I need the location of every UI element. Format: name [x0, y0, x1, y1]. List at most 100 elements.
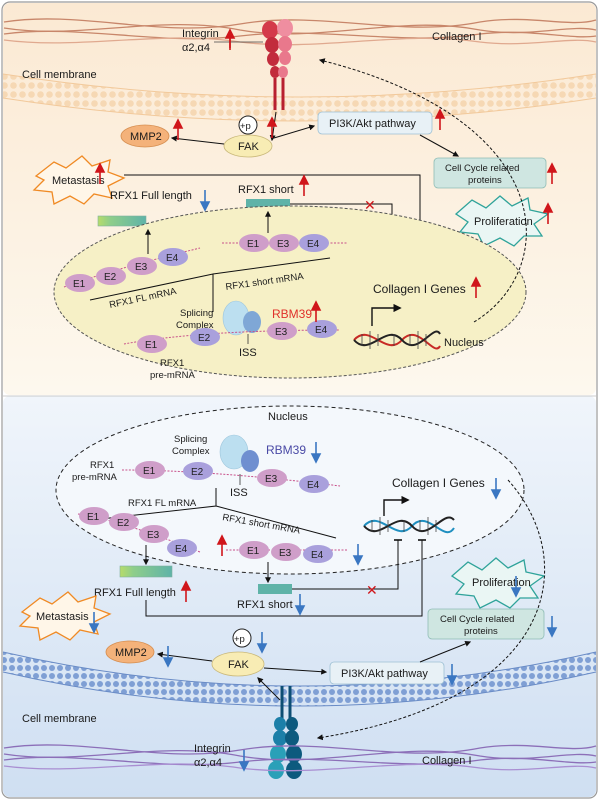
- exon-pre-4-top: E4: [315, 325, 328, 336]
- phospho-label-top: +p: [240, 121, 251, 132]
- cell-membrane-label-bottom: Cell membrane: [22, 713, 97, 725]
- pi3k-label-bottom: PI3K/Akt pathway: [341, 668, 428, 680]
- nucleus-label-top: Nucleus: [444, 337, 484, 349]
- cell-cycle-label-1-top: Cell Cycle related: [445, 163, 519, 174]
- exon-short-4-bottom: E4: [311, 550, 324, 561]
- integrin-label-bottom: Integrin: [194, 743, 231, 755]
- integrin-sub-label-bottom: α2,α4: [194, 757, 222, 769]
- top-panel: Cell membrane Integrin α2,α4 Collagen I …: [2, 3, 597, 395]
- pi3k-box-bottom: [329, 661, 445, 685]
- iss-label-bottom: ISS: [230, 487, 248, 499]
- rfx1-full-label-bottom: RFX1 Full length: [94, 587, 176, 599]
- mmp2-label-bottom: MMP2: [115, 647, 147, 659]
- exon-fl-3-top: E3: [135, 262, 148, 273]
- rfx1-full-label-top: RFX1 Full length: [110, 190, 192, 202]
- exon-pre-2-bottom: E2: [191, 467, 204, 478]
- rbm39-label-bottom: RBM39: [266, 443, 306, 457]
- metastasis-label-bottom: Metastasis: [36, 611, 89, 623]
- mmp2-node-bottom: [105, 640, 155, 664]
- rfx1-fl-mrna-bottom: [77, 507, 201, 557]
- blocked-x-bottom: ✕: [366, 582, 378, 598]
- rfx1-short-protein-top: [246, 199, 290, 209]
- cell-cycle-box-bottom: [427, 608, 545, 640]
- exon-short-1-top: E1: [247, 239, 260, 250]
- pi3k-box-top: [317, 111, 433, 135]
- exon-short-1-bottom: E1: [247, 546, 260, 557]
- dna-helix-top: [353, 330, 441, 350]
- collagen-label-top: Collagen I: [432, 31, 482, 43]
- collagen-fibers-top: [3, 18, 597, 46]
- phospho-label-bottom: +p: [234, 634, 245, 645]
- rfx1-short-mrna-bottom: [226, 541, 348, 563]
- fak-node-bottom: [211, 651, 265, 677]
- integrin-sub-label-top: α2,α4: [182, 42, 210, 54]
- splicing-label-1-top: Splicing: [180, 308, 213, 319]
- pi3k-label-top: PI3K/Akt pathway: [329, 118, 416, 130]
- integrin-label-top: Integrin: [182, 28, 219, 40]
- rfx1-short-label-top: RFX1 short: [238, 184, 294, 196]
- exon-fl-4-bottom: E4: [175, 544, 188, 555]
- exon-pre-4-bottom: E4: [307, 480, 320, 491]
- phospho-circle-bottom: [232, 628, 252, 648]
- proliferation-burst-bottom: [450, 557, 546, 609]
- exon-fl-2-bottom: E2: [117, 518, 130, 529]
- cell-cycle-box-top: [433, 157, 547, 189]
- rfx1-short-label-bottom: RFX1 short: [237, 599, 293, 611]
- exon-pre-1-top: E1: [145, 340, 158, 351]
- exon-fl-4-top: E4: [166, 253, 179, 264]
- metastasis-label-top: Metastasis: [52, 175, 105, 187]
- rfx1-short-protein-bottom: [258, 584, 292, 594]
- exon-pre-1-bottom: E1: [143, 466, 156, 477]
- splicing-label-1-bottom: Splicing: [174, 434, 207, 445]
- exon-fl-1-top: E1: [73, 279, 86, 290]
- regulation-arrows: [88, 28, 558, 772]
- exon-pre-3-top: E3: [275, 327, 288, 338]
- rfx1-short-mrna-top: [222, 234, 348, 252]
- cell-cycle-label-1-bottom: Cell Cycle related: [440, 614, 514, 625]
- rbm39-label-top: RBM39: [272, 307, 312, 321]
- proliferation-burst-top: [454, 195, 550, 247]
- nucleus-label-bottom: Nucleus: [268, 411, 308, 423]
- exon-short-4-top: E4: [307, 239, 320, 250]
- collagen-label-bottom: Collagen I: [422, 755, 472, 767]
- pre-mrna-label-2-bottom: pre-mRNA: [72, 472, 118, 483]
- cell-cycle-label-2-top: proteins: [468, 175, 502, 186]
- proliferation-label-bottom: Proliferation: [472, 577, 531, 589]
- exon-pre-3-bottom: E3: [265, 474, 278, 485]
- mmp2-label-top: MMP2: [130, 131, 162, 143]
- exon-short-3-bottom: E3: [279, 548, 292, 559]
- rfx1-full-protein-bottom: [119, 565, 173, 578]
- proliferation-label-top: Proliferation: [474, 216, 533, 228]
- splicing-label-2-bottom: Complex: [172, 446, 210, 457]
- exon-fl-1-bottom: E1: [87, 512, 100, 523]
- integrin-receptor-top: [262, 19, 293, 110]
- collagen-fibers-bottom: [3, 744, 597, 772]
- rfx1-pre-mrna-bottom: [121, 461, 341, 493]
- pre-mrna-label-2-top: pre-mRNA: [150, 370, 196, 381]
- iss-label-top: ISS: [239, 347, 257, 359]
- splicing-label-2-top: Complex: [176, 320, 214, 331]
- rfx1-pre-mrna-top: [123, 320, 341, 353]
- cell-membrane-label-top: Cell membrane: [22, 69, 97, 81]
- collagen-genes-label-bottom: Collagen I Genes: [392, 476, 485, 490]
- exon-fl-2-top: E2: [104, 272, 117, 283]
- exon-pre-2-top: E2: [198, 333, 211, 344]
- cell-cycle-label-2-bottom: proteins: [464, 626, 498, 637]
- fak-label-bottom: FAK: [228, 659, 249, 671]
- pre-mrna-label-1-top: RFX1: [160, 358, 184, 369]
- rfx1-full-protein-top: [97, 215, 147, 227]
- pre-mrna-label-1-bottom: RFX1: [90, 460, 114, 471]
- blocked-x-top: ✕: [364, 197, 376, 213]
- fl-mrna-label-bottom: RFX1 FL mRNA: [128, 498, 197, 509]
- bottom-panel: Nucleus Splicing Complex RBM39 ISS E1 E2…: [2, 395, 597, 797]
- fak-node-top: [223, 134, 273, 158]
- phospho-circle-top: [238, 115, 258, 135]
- exon-fl-3-bottom: E3: [147, 530, 160, 541]
- collagen-genes-label-top: Collagen I Genes: [373, 282, 466, 296]
- dna-helix-bottom: [363, 516, 455, 535]
- fak-label-top: FAK: [238, 141, 259, 153]
- mmp2-node-top: [120, 124, 170, 148]
- exon-short-3-top: E3: [277, 239, 290, 250]
